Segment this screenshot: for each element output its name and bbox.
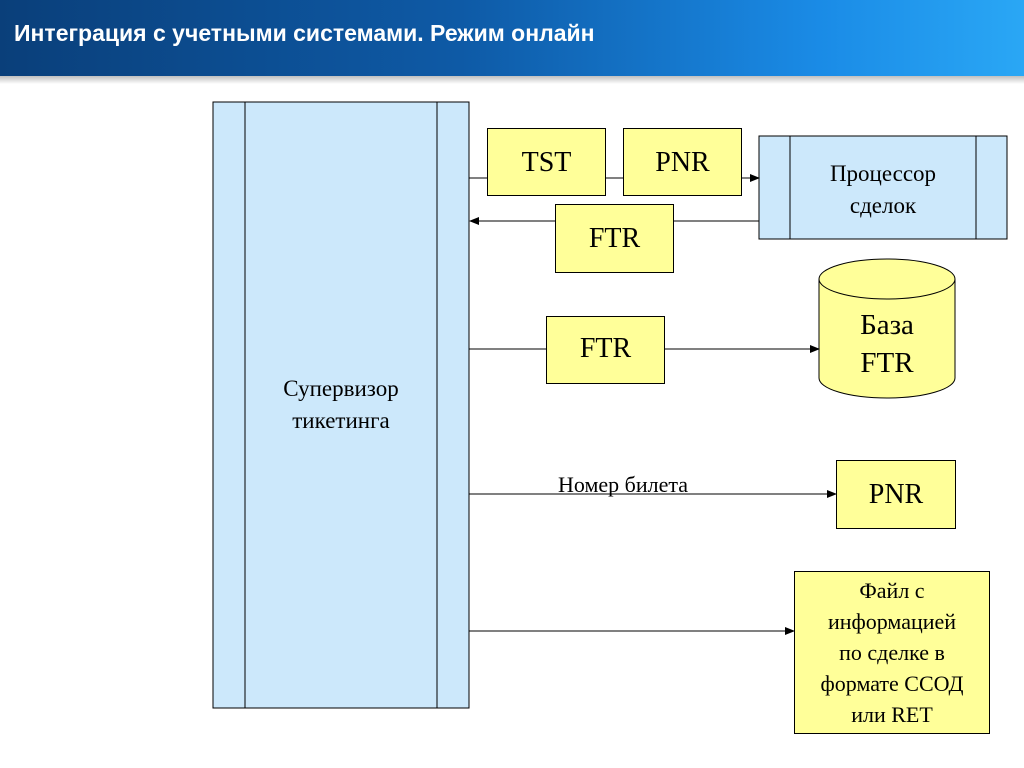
database-label: База FTR [819, 306, 955, 382]
supervisor-label: Супервизор тикетинга [245, 373, 437, 437]
database-label-line1: База [860, 309, 914, 341]
header-shadow [0, 76, 1024, 84]
database-label-line2: FTR [860, 347, 914, 379]
pnr-box-top: PNR [623, 128, 742, 196]
processor-label-line2: сделок [849, 193, 917, 218]
slide-header [0, 0, 1024, 76]
file-box-line2: информацией [827, 609, 957, 634]
slide-title: Интеграция с учетными системами. Режим о… [14, 20, 595, 46]
file-box-line1: Файл с [859, 578, 925, 603]
file-box-line4: формате ССОД [820, 671, 964, 696]
file-box: Файл с информацией по сделке в формате С… [794, 571, 990, 734]
processor-box [758, 135, 1008, 240]
file-box-line3: по сделке в [839, 640, 945, 665]
supervisor-label-line1: Супервизор [283, 376, 399, 401]
supervisor-box [212, 101, 470, 709]
database-cylinder [818, 258, 956, 399]
processor-label: Процессор сделок [790, 158, 976, 222]
supervisor-label-line2: тикетинга [292, 408, 390, 433]
ftr-box-db: FTR [546, 316, 665, 384]
ftr-box-return: FTR [555, 204, 674, 273]
processor-label-line1: Процессор [829, 161, 937, 186]
tst-box: TST [487, 128, 606, 196]
pnr-box-bottom: PNR [836, 460, 956, 529]
file-box-line5: или RET [851, 702, 933, 727]
ticket-number-label: Номер билета [558, 472, 689, 497]
